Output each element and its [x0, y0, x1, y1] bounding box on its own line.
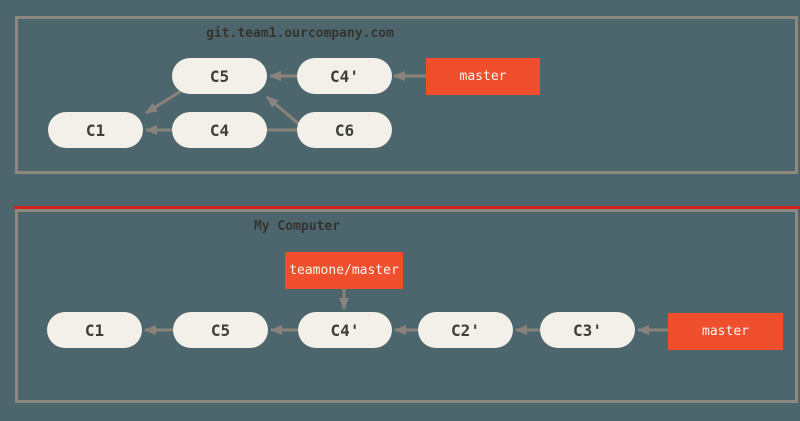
commit-node-remote-c4p: C4' [297, 58, 392, 94]
remote-panel [15, 16, 798, 174]
commit-node-local-c5: C5 [173, 312, 268, 348]
commit-node-local-c2p: C2' [418, 312, 513, 348]
commit-node-remote-c1: C1 [48, 112, 143, 148]
arrow-remote-c6-to-c5 [266, 95, 301, 127]
commit-node-local-c1: C1 [47, 312, 142, 348]
commit-node-remote-c6: C6 [297, 112, 392, 148]
local-panel-title: My Computer [253, 219, 341, 234]
local-panel [15, 209, 798, 403]
remote-panel-title: git.team1.ourcompany.com [206, 26, 394, 41]
commit-node-local-c4p: C4' [298, 312, 392, 348]
branch-label-local-master: master [668, 313, 783, 350]
commit-node-local-c3p: C3' [540, 312, 635, 348]
branch-label-teamone-master: teamone/master [285, 252, 403, 289]
branch-label-remote-master: master [426, 58, 540, 95]
commit-node-remote-c4: C4 [172, 112, 267, 148]
arrow-remote-c5-to-c1 [145, 89, 182, 115]
divider-accent-line [14, 206, 800, 209]
commit-node-remote-c5: C5 [172, 58, 267, 94]
